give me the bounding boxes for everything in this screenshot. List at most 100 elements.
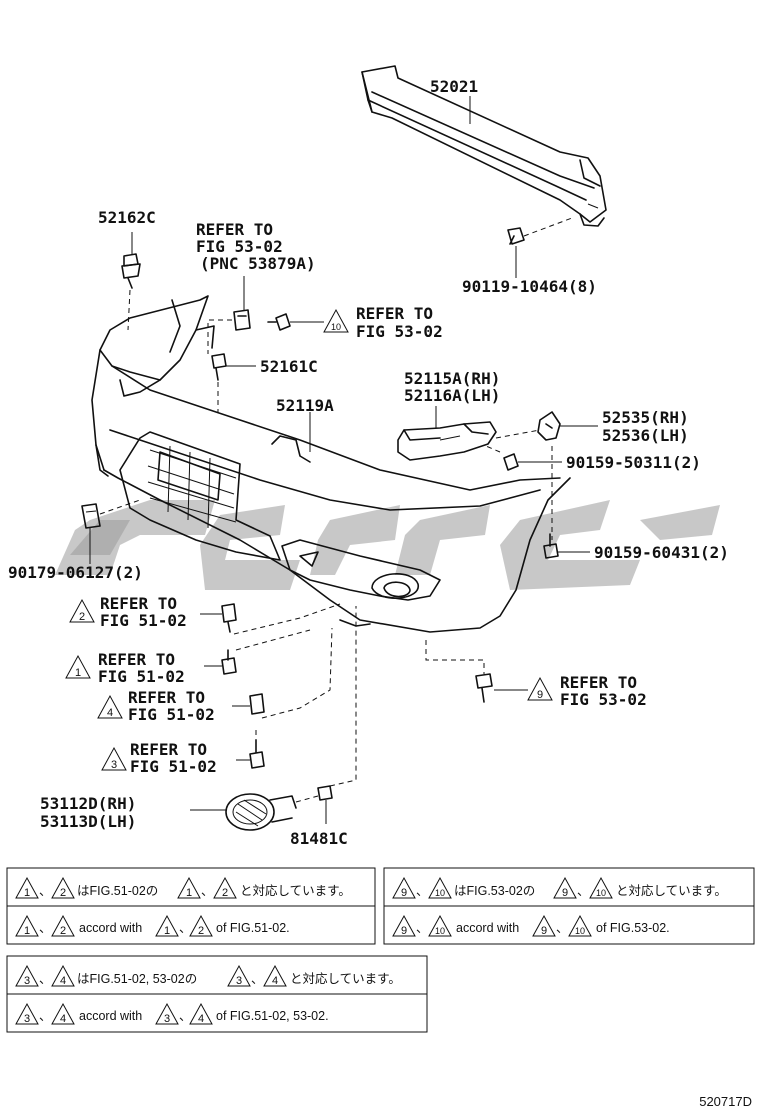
refer-text-pnc-line2[interactable]: FIG 53-02 xyxy=(196,237,283,256)
note2-jp-tri2-num: 10 xyxy=(435,888,445,898)
note3-jp-tri3-num: 3 xyxy=(236,975,242,987)
label-52162c: 52162C xyxy=(98,208,156,227)
label-90159-60431: 90159-60431(2) xyxy=(594,543,729,562)
refer1-line1[interactable]: REFER TO xyxy=(98,650,175,669)
note-1-jp: 1 、 2 はFIG.51-02の 1 、 2 と対応しています。 xyxy=(15,876,351,899)
note1-en-end: of FIG.51-02. xyxy=(216,921,290,935)
bolt-90119-icon xyxy=(507,227,525,245)
note3-en-tri3-icon xyxy=(155,1002,179,1025)
note2-en-sep2: 、 xyxy=(556,921,569,935)
triangle-4-num: 4 xyxy=(107,707,113,719)
refer-text-pnc-line3[interactable]: (PNC 53879A) xyxy=(200,254,316,273)
bracket-pnc-icon xyxy=(233,309,251,331)
note1-jp-tri1-icon xyxy=(15,876,39,899)
clip-refer4-icon xyxy=(249,693,265,715)
note3-jp-sep2: 、 xyxy=(251,972,264,986)
note2-en-tri3-num: 9 xyxy=(541,925,547,937)
note1-en-tri1-num: 1 xyxy=(24,925,30,937)
clip-52161c-icon xyxy=(211,353,227,381)
refer10-line2[interactable]: FIG 53-02 xyxy=(356,322,443,341)
refer9-line2[interactable]: FIG 53-02 xyxy=(560,690,647,709)
note-1-en: 1 、 2 accord with 1 、 2 of FIG.51-02. xyxy=(15,914,290,937)
label-90159-50311: 90159-50311(2) xyxy=(566,453,701,472)
note1-jp-tri1-num: 1 xyxy=(24,887,30,899)
note-3-en: 3 、 4 accord with 3 、 4 of FIG.51-02, 53… xyxy=(15,1002,329,1025)
note3-en-tri2-num: 4 xyxy=(60,1013,66,1025)
dashed-line-fog-cover xyxy=(295,795,319,803)
note1-jp-sep1: 、 xyxy=(39,884,52,898)
note3-en-tri1-icon xyxy=(15,1002,39,1025)
triangle-10-num: 10 xyxy=(331,322,341,332)
refer2-line1[interactable]: REFER TO xyxy=(100,594,177,613)
bumper-cover-part xyxy=(91,295,571,633)
refer3-line1[interactable]: REFER TO xyxy=(130,740,207,759)
triangle-10-icon xyxy=(323,308,349,333)
note1-jp-end: と対応しています。 xyxy=(240,884,351,898)
note2-en-end: of FIG.53-02. xyxy=(596,921,670,935)
note1-jp-mid: はFIG.51-02の xyxy=(77,884,158,898)
note3-jp-tri3-icon xyxy=(227,964,251,987)
note1-en-tri4-icon xyxy=(189,914,213,937)
refer4-line1[interactable]: REFER TO xyxy=(128,688,205,707)
refer10-line1[interactable]: REFER TO xyxy=(356,304,433,323)
diagram-code: 520717D xyxy=(699,1094,752,1109)
label-53112d: 53112D(RH) xyxy=(40,794,136,813)
dashed-line-52535 xyxy=(495,429,541,439)
note-2-en: 9 、 10 accord with 9 、 10 of FIG.53-02. xyxy=(392,914,670,937)
note2-en-mid: accord with xyxy=(456,921,519,935)
note1-jp-tri4-num: 2 xyxy=(222,887,228,899)
note3-en-tri4-num: 4 xyxy=(198,1013,204,1025)
label-52536: 52536(LH) xyxy=(602,426,689,445)
refer3-line2[interactable]: FIG 51-02 xyxy=(130,757,217,776)
side-retainer-part xyxy=(397,421,497,461)
note1-en-tri2-icon xyxy=(51,914,75,937)
note3-jp-tri1-icon xyxy=(15,964,39,987)
note3-en-mid: accord with xyxy=(79,1009,142,1023)
note3-jp-end: と対応しています。 xyxy=(290,972,401,986)
label-52535: 52535(RH) xyxy=(602,408,689,427)
dashed-line-81481c xyxy=(329,606,357,787)
note2-en-tri4-num: 10 xyxy=(575,926,585,936)
refer9-line1[interactable]: REFER TO xyxy=(560,673,637,692)
note2-jp-end: と対応しています。 xyxy=(616,884,727,898)
triangle-2-icon xyxy=(69,598,95,623)
note2-jp-tri1-num: 9 xyxy=(401,887,407,899)
note1-jp-tri3-icon xyxy=(177,876,201,899)
screw-refer10-icon xyxy=(267,313,291,331)
dashed-line-refer9 xyxy=(425,640,485,674)
note2-en-tri1-num: 9 xyxy=(401,925,407,937)
label-52021: 52021 xyxy=(430,77,478,96)
note3-jp-tri4-icon xyxy=(263,964,287,987)
note3-jp-tri2-icon xyxy=(51,964,75,987)
dashed-line-90159-50311 xyxy=(485,445,501,453)
refer4-line2[interactable]: FIG 51-02 xyxy=(128,705,215,724)
note1-jp-tri2-icon xyxy=(51,876,75,899)
note3-en-end: of FIG.51-02, 53-02. xyxy=(216,1009,329,1023)
note1-en-mid: accord with xyxy=(79,921,142,935)
label-81481c: 81481C xyxy=(290,829,348,848)
triangle-4-icon xyxy=(97,694,123,719)
note-2-jp: 9 、 10 はFIG.53-02の 9 、 10 と対応しています。 xyxy=(392,876,727,899)
label-52116a: 52116A(LH) xyxy=(404,386,500,405)
note2-jp-tri4-num: 10 xyxy=(596,888,606,898)
bolt-90159-50311-icon xyxy=(503,453,519,471)
triangle-3-icon xyxy=(101,746,127,771)
refer2-line2[interactable]: FIG 51-02 xyxy=(100,611,187,630)
label-53113d: 53113D(LH) xyxy=(40,812,136,831)
note2-en-tri4-icon xyxy=(568,914,592,937)
note3-en-sep2: 、 xyxy=(179,1009,192,1023)
refer-text-pnc-line1[interactable]: REFER TO xyxy=(196,220,273,239)
note3-jp-tri4-num: 4 xyxy=(272,975,278,987)
note1-en-tri1-icon xyxy=(15,914,39,937)
refer1-line2[interactable]: FIG 51-02 xyxy=(98,667,185,686)
bracket-52535-icon xyxy=(537,411,561,441)
dashed-line-52162c xyxy=(127,289,131,331)
fog-lamp-cover-part xyxy=(225,793,297,831)
note2-jp-tri4-icon xyxy=(589,876,613,899)
note3-en-tri2-icon xyxy=(51,1002,75,1025)
dashed-line-refer4 xyxy=(261,627,333,719)
dashed-line-pnc xyxy=(207,319,232,354)
triangle-1-icon xyxy=(65,654,91,679)
note2-jp-tri3-num: 9 xyxy=(562,887,568,899)
note2-en-tri2-num: 10 xyxy=(435,926,445,936)
